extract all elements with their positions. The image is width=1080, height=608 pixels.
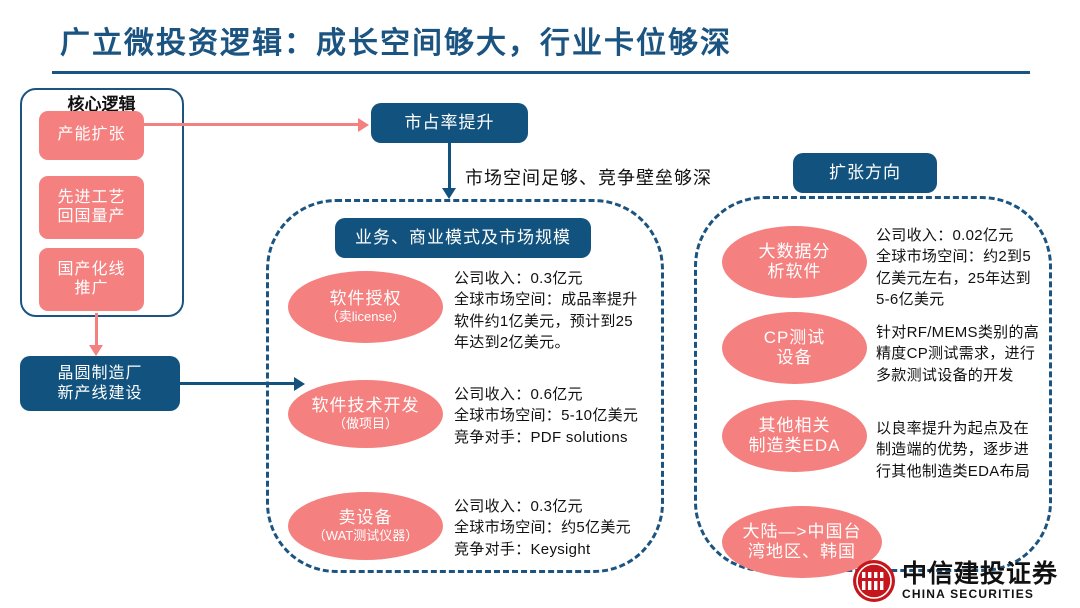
core-logic-item-localization-line[interactable]: 国产化线 推广 <box>39 248 144 311</box>
bubble-main-label: 软件授权 <box>329 289 402 308</box>
arrow-core-to-fab-line <box>95 313 98 348</box>
brand-name-cn: 中信建投证券 <box>902 559 1059 588</box>
brand-logo: 中信建投证券 CHINA SECURITIES <box>852 557 1077 605</box>
business-bubble-sell-equipment[interactable]: 卖设备 （WAT测试仪器） <box>288 492 443 560</box>
business-model-panel-title: 业务、商业模式及市场规模 <box>335 218 591 258</box>
arrow-market-share-down-line <box>448 143 451 191</box>
expansion-desc-cp-test-equipment: 针对RF/MEMS类别的高 精度CP测试需求，进行 多款测试设备的开发 <box>876 324 1040 384</box>
expansion-bubble-cp-test-equipment[interactable]: CP测试 设备 <box>722 312 867 384</box>
wafer-fab-box[interactable]: 晶圆制造厂 新产线建设 <box>20 356 180 411</box>
arrow-fab-to-center-line <box>180 382 298 385</box>
expansion-desc-big-data-analytics: 公司收入：0.02亿元 全球市场空间：约2到5 亿美元左右，25年达到 5-6亿… <box>876 227 1031 308</box>
business-bubble-software-license[interactable]: 软件授权 （卖license） <box>288 271 443 343</box>
core-logic-container <box>20 88 184 317</box>
brand-name-en: CHINA SECURITIES <box>902 586 1035 601</box>
bubble-sub-label: （卖license） <box>325 309 406 325</box>
market-share-box[interactable]: 市占率提升 <box>371 103 528 143</box>
expansion-bubble-region-expansion[interactable]: 大陆—>中国台 湾地区、韩国 <box>722 506 882 578</box>
bubble-main-label: 其他相关 制造类EDA <box>748 415 841 455</box>
arrow-fab-to-center-head-icon <box>294 377 305 391</box>
bubble-main-label: 软件技术开发 <box>311 396 420 415</box>
business-desc-software-dev: 公司收入：0.6亿元 全球市场空间：5-10亿美元 竞争对手：PDF solut… <box>454 386 639 446</box>
bubble-sub-label: （做项目） <box>332 416 398 432</box>
arrow-core-to-market-share-head-icon <box>358 118 369 132</box>
bubble-sub-label: （WAT测试仪器） <box>312 528 419 544</box>
citic-logo-icon <box>852 559 896 603</box>
market-space-caption: 市场空间足够、竞争壁垒够深 <box>465 168 712 188</box>
core-logic-item-capacity-expansion[interactable]: 产能扩张 <box>39 111 144 160</box>
bubble-main-label: CP测试 设备 <box>763 327 826 367</box>
business-bubble-software-dev[interactable]: 软件技术开发 （做项目） <box>288 380 443 448</box>
arrow-core-to-fab-head-icon <box>89 345 103 356</box>
core-logic-label: 核心逻辑 <box>67 95 136 114</box>
business-desc-sell-equipment: 公司收入：0.3亿元 全球市场空间：约5亿美元 竞争对手：Keysight <box>454 498 631 558</box>
title-divider <box>52 71 1030 74</box>
brand-text: 中信建投证券 CHINA SECURITIES <box>902 559 1059 602</box>
core-logic-item-advanced-process[interactable]: 先进工艺 回国量产 <box>39 176 144 239</box>
expansion-direction-panel-title: 扩张方向 <box>793 153 937 193</box>
expansion-bubble-other-manufacturing-eda[interactable]: 其他相关 制造类EDA <box>722 400 867 472</box>
bubble-main-label: 大陆—>中国台 湾地区、韩国 <box>742 521 862 561</box>
arrow-market-share-down-head-icon <box>442 188 456 199</box>
business-desc-software-license: 公司收入：0.3亿元 全球市场空间：成品率提升 软件约1亿美元，预计到25 年达… <box>454 270 638 351</box>
expansion-bubble-big-data-analytics[interactable]: 大数据分 析软件 <box>722 226 867 298</box>
page-title: 广立微投资逻辑：成长空间够大，行业卡位够深 <box>60 27 732 60</box>
business-model-panel <box>266 199 664 573</box>
bubble-main-label: 卖设备 <box>338 508 393 527</box>
expansion-desc-other-manufacturing-eda: 以良率提升为起点及在 制造端的优势，逐步进 行其他制造类EDA布局 <box>876 420 1031 480</box>
arrow-core-to-market-share-line <box>112 123 362 126</box>
bubble-main-label: 大数据分 析软件 <box>758 241 831 281</box>
